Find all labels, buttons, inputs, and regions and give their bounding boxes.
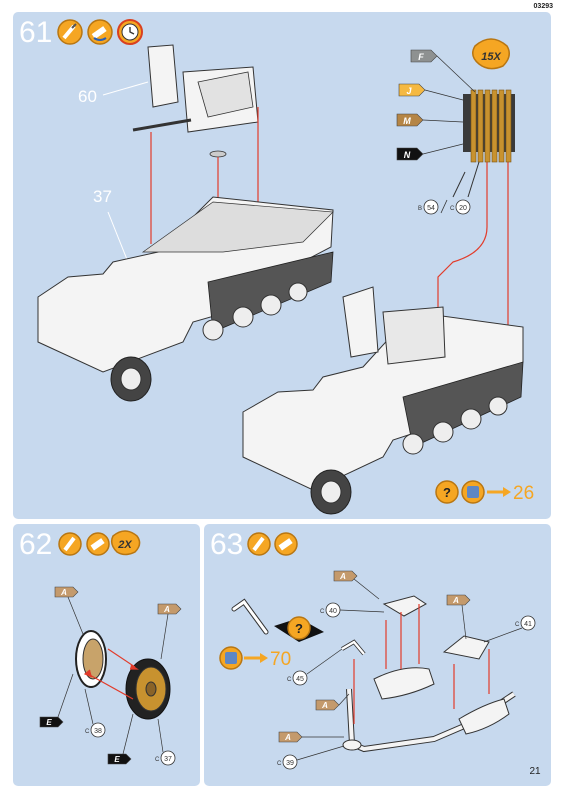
ref-b-num: 54 (427, 205, 435, 212)
next-step-ref: 26 (513, 483, 534, 504)
flag-a-3: A (321, 701, 328, 710)
flag-m: M (403, 116, 411, 126)
ref-39-letter: C (277, 761, 282, 767)
glue-brush-icon (57, 19, 83, 45)
step-62-illustration: 2X A A E E C 38 (39, 530, 182, 766)
paint-flags: F J M N (396, 49, 476, 161)
ref-40-letter: C (320, 609, 325, 615)
step-61-illustration: 15X F J M N B 54 C 20 (37, 38, 534, 515)
flag-f: F (418, 52, 424, 62)
glue-tube-icon (274, 532, 298, 556)
glue-tube-icon (86, 532, 110, 556)
flak-gun-drawing (132, 44, 259, 158)
ref-c-num: 20 (459, 205, 467, 212)
halftrack-1-drawing (37, 196, 334, 402)
question-icon (287, 616, 311, 640)
ref-37-letter: C (155, 757, 160, 763)
multiplier-text: 15X (481, 51, 501, 63)
step-number: 61 (19, 16, 53, 49)
flag-e-2: E (114, 755, 120, 764)
ref-39-num: 39 (286, 760, 294, 767)
clock-icon (117, 19, 143, 45)
ref-c-letter: C (450, 206, 455, 212)
multiplier-badge: 15X (472, 38, 510, 70)
part-label-37: 37 (93, 187, 112, 206)
flag-a-1: A (339, 572, 346, 581)
step-63-illustration: ? 70 (219, 532, 536, 770)
ammo-clips-drawing (463, 89, 515, 163)
part-refs: B 54 C 20 (418, 199, 471, 215)
glue-brush-icon (247, 532, 271, 556)
product-code: 03293 (533, 3, 553, 10)
flag-a-1: A (60, 588, 67, 597)
glue-tube-icon (87, 19, 113, 45)
flag-a-2: A (163, 605, 170, 614)
ref-37-num: 37 (164, 756, 172, 763)
svg-text:?: ? (295, 621, 303, 636)
glue-brush-icon (58, 532, 82, 556)
chassis-parts-drawing (340, 595, 516, 753)
page-number: 21 (529, 766, 541, 777)
step-62-panel: 62 2X A A E E (13, 524, 200, 786)
flag-j: J (406, 86, 412, 96)
flag-a-2: A (452, 596, 459, 605)
svg-text:?: ? (443, 485, 451, 500)
step-61-icons (57, 19, 143, 45)
ref-40-num: 40 (329, 608, 337, 615)
multiplier-badge: 2X (110, 530, 141, 556)
flag-a-4: A (284, 733, 291, 742)
step-61-panel: 61 60 37 (13, 12, 551, 519)
ref-38-letter: C (85, 729, 90, 735)
ref-b-letter: B (418, 206, 422, 212)
step-63-panel: 63 ? 70 (204, 524, 551, 786)
flag-n: N (404, 150, 411, 160)
question-icon (435, 480, 459, 504)
ref-38-num: 38 (94, 728, 102, 735)
halftrack-2-drawing (242, 286, 524, 515)
part-label-60: 60 (78, 87, 97, 106)
see-step-reference: ? 26 (435, 480, 534, 504)
ref-41-letter: C (515, 622, 520, 628)
wheel-drawing (75, 630, 171, 720)
ref-45-num: 45 (296, 676, 304, 683)
next-step-ref: 70 (270, 649, 291, 670)
flag-e-1: E (46, 718, 52, 727)
ref-41-num: 41 (524, 621, 532, 628)
see-step-reference: ? 70 (219, 616, 324, 670)
step-number: 62 (19, 528, 53, 561)
multiplier-text: 2X (117, 539, 132, 551)
step-number: 63 (210, 528, 244, 561)
ref-45-letter: C (287, 677, 292, 683)
